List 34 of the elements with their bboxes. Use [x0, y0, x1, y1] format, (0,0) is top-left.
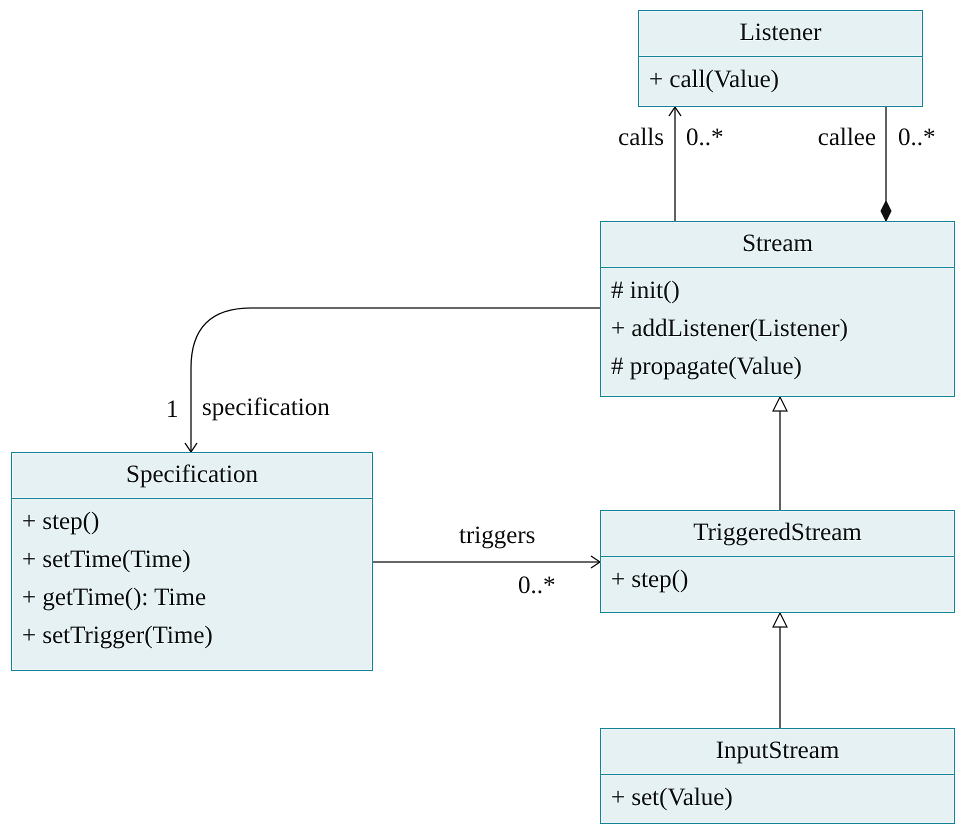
- class-box: [638, 10, 923, 107]
- class-member: + addListener(Listener): [611, 314, 849, 344]
- class-member: + set(Value): [611, 783, 734, 813]
- edge-label: specification: [202, 394, 330, 422]
- inheritance-arrow: [772, 612, 788, 728]
- class-name: TriggeredStream: [601, 511, 954, 557]
- composition-line: [880, 107, 892, 222]
- class-box: [11, 452, 373, 671]
- class-member: + getTime(): Time: [22, 583, 208, 613]
- multiplicity-label: 0..*: [518, 572, 556, 600]
- association-arrow: [373, 555, 601, 569]
- class-box: [600, 221, 955, 397]
- inheritance-arrow: [772, 396, 788, 510]
- class-name: InputStream: [601, 729, 954, 775]
- edge-label: callee: [818, 124, 876, 152]
- edge-label: calls: [618, 124, 664, 152]
- multiplicity-label: 1: [166, 396, 178, 424]
- class-name: Specification: [12, 453, 372, 499]
- class-member: + setTrigger(Time): [22, 621, 214, 651]
- association-arrow: [184, 307, 600, 453]
- edge-label: triggers: [459, 522, 536, 550]
- class-member: # init(): [611, 276, 681, 306]
- class-member: + call(Value): [649, 65, 780, 95]
- association-arrow: [668, 106, 682, 221]
- class-box: [600, 510, 955, 613]
- class-member: + step(): [22, 507, 100, 537]
- class-member: + setTime(Time): [22, 545, 192, 575]
- class-member: + step(): [611, 565, 690, 595]
- class-member: # propagate(Value): [611, 352, 803, 382]
- class-name: Stream: [601, 222, 954, 268]
- multiplicity-label: 0..*: [898, 124, 936, 152]
- class-box: [600, 728, 955, 824]
- multiplicity-label: 0..*: [686, 124, 724, 152]
- class-name: Listener: [639, 11, 922, 57]
